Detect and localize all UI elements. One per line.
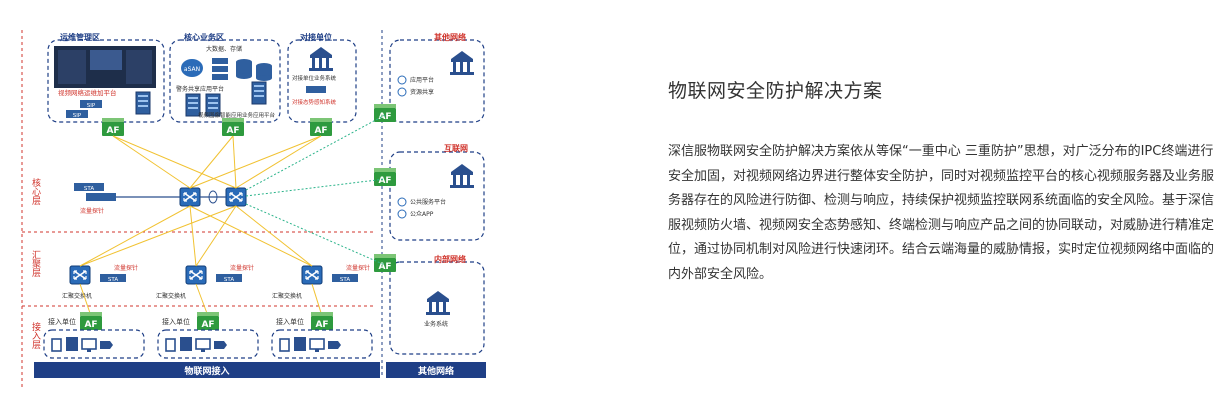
network-diagram: AF 运维管理区 xyxy=(0,0,600,415)
access-unit-label-1: 接入单位 xyxy=(48,317,76,326)
public-app-label: 公众APP xyxy=(410,211,434,218)
sensor-system-label: 对接态势感知系统 xyxy=(292,98,337,106)
agg-sta-label-3: STA xyxy=(340,277,350,283)
agg-sta-label-1: STA xyxy=(108,277,118,283)
public-service-label: 公共服务平台 xyxy=(410,198,446,206)
af-box-access-3 xyxy=(311,312,333,330)
zone-ops xyxy=(47,39,165,123)
zone-intranet-label: 内部网络 xyxy=(434,254,466,264)
resource-share-label: 资源共享 xyxy=(410,88,434,96)
sip-label-2: SIP xyxy=(73,113,82,119)
ops-platform-label: 视频网络运维加平台 xyxy=(58,88,117,97)
network-diagram-svg: AF 运维管理区 xyxy=(21,30,486,390)
zone-internet-label: 互联网 xyxy=(444,143,468,153)
core-probe-label: 流量探针 xyxy=(80,207,104,215)
access-unit-label-2: 接入单位 xyxy=(162,317,190,326)
zone-intranet xyxy=(389,261,485,355)
solution-title: 物联网安全防护解决方案 xyxy=(668,80,883,102)
agg-switch-3 xyxy=(301,265,323,285)
bigdata-label: 大数据、存储 xyxy=(206,45,242,53)
core-switch-1 xyxy=(179,187,201,207)
bottom-iot-label: 物联网接入 xyxy=(184,365,229,377)
bottom-bar-other xyxy=(386,362,486,378)
app-platform-label: 应用平台 xyxy=(410,76,434,84)
af-box-internet xyxy=(374,168,396,186)
agg-switch-1 xyxy=(69,265,91,285)
layer-core-label: 核心层 xyxy=(30,177,41,206)
core-switch-2 xyxy=(225,187,247,207)
zone-partner xyxy=(287,39,357,123)
agg-switch-label-3: 汇聚交换机 xyxy=(272,292,302,300)
shared-platform-label: 警务共享应用平台 xyxy=(176,85,224,93)
zone-other-net xyxy=(389,39,485,123)
layer-access-label: 接入层 xyxy=(30,321,41,350)
video-platform-label: 视频图像智能应用业务应用平台 xyxy=(198,111,276,119)
partner-system-label: 对接单位业务系统 xyxy=(292,74,337,82)
af-box-access-1 xyxy=(80,312,102,330)
agg-sta-label-2: STA xyxy=(224,277,234,283)
business-system-label: 业务系统 xyxy=(424,320,448,328)
asan-label: aSAN xyxy=(184,66,200,73)
agg-switch-label-1: 汇聚交换机 xyxy=(62,292,92,300)
af-box-ops xyxy=(102,118,124,136)
af-box-access-2 xyxy=(197,312,219,330)
zone-internet xyxy=(389,151,485,241)
agg-switch-2 xyxy=(185,265,207,285)
bottom-other-label: 其他网络 xyxy=(418,365,454,377)
agg-probe-label-3: 流量探针 xyxy=(346,264,370,272)
layer-agg-label: 汇聚层 xyxy=(30,250,41,278)
sip-label-1: SIP xyxy=(87,103,96,109)
solution-description: 深信服物联网安全防护解决方案依从等保“一重中心 三重防护”思想，对广泛分布的IP… xyxy=(668,144,1215,282)
access-group-2 xyxy=(157,329,259,359)
zone-core xyxy=(169,39,281,123)
bottom-bar-iot xyxy=(34,362,380,378)
af-box-intranet xyxy=(374,254,396,272)
agg-probe-label-2: 流量探针 xyxy=(230,264,254,272)
agg-switch-label-2: 汇聚交换机 xyxy=(156,292,186,300)
af-box-core xyxy=(222,118,244,136)
access-group-3 xyxy=(271,329,373,359)
access-unit-label-3: 接入单位 xyxy=(276,317,304,326)
zone-partner-label: 对接单位 xyxy=(300,32,332,42)
zone-core-label: 核心业务区 xyxy=(184,32,224,42)
agg-probe-label-1: 流量探针 xyxy=(114,264,138,272)
core-sta-label: STA xyxy=(84,186,94,192)
zone-ops-label: 运维管理区 xyxy=(60,32,100,42)
access-group-1 xyxy=(43,329,145,359)
zone-other-net-label: 其他网络 xyxy=(434,32,466,42)
af-box-partner xyxy=(310,118,332,136)
